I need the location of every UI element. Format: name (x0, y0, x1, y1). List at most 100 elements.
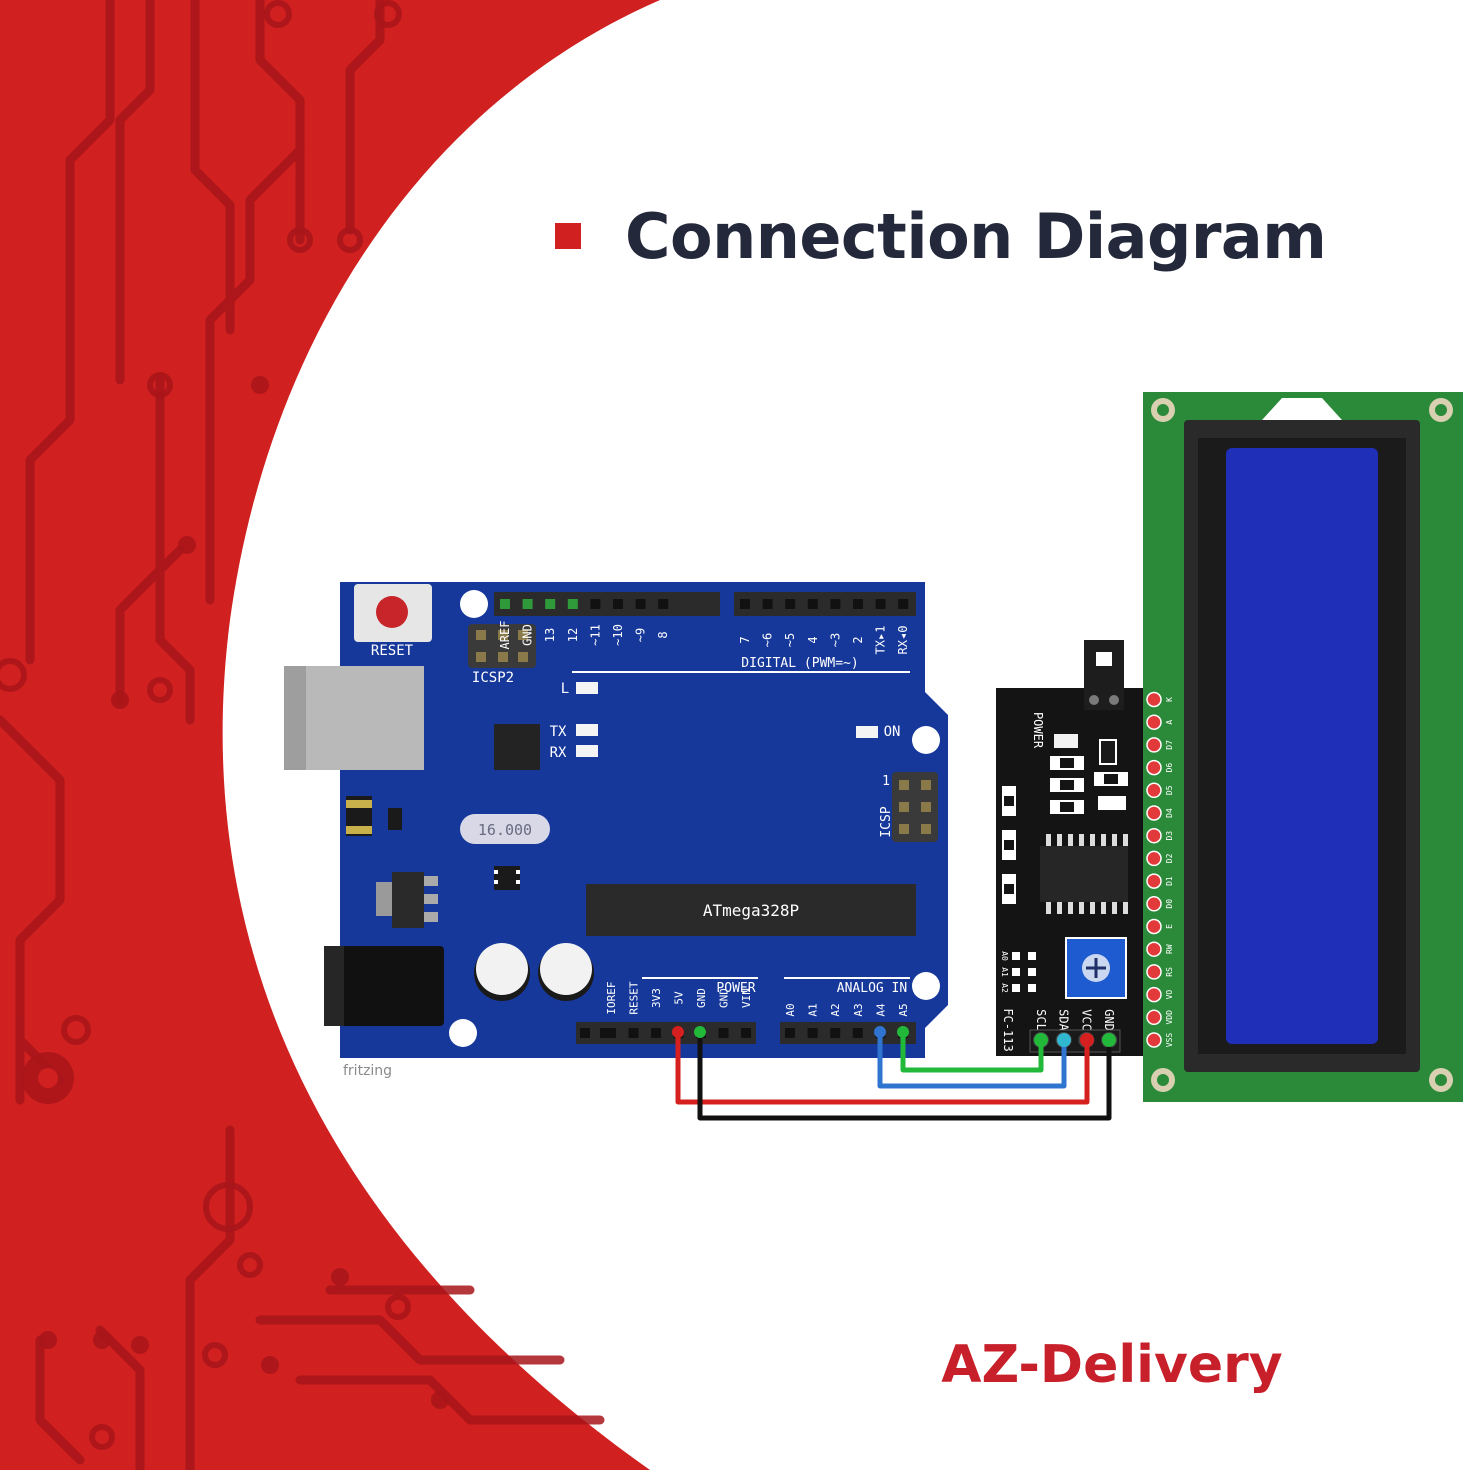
ic-leg (1112, 834, 1117, 846)
brand-name: AZ-Delivery (941, 1335, 1282, 1395)
digital-pin-label: 13 (543, 628, 557, 642)
atmega-chip (586, 884, 916, 936)
crystal-oscillator (460, 814, 550, 844)
lcd-pin (1146, 964, 1162, 980)
lcd-pin-label: VO (1165, 990, 1174, 1000)
lcd-pin (1146, 691, 1162, 708)
power-pin (718, 1028, 729, 1038)
wire-gnd-to-gnd (697, 1032, 1112, 1121)
led-tx (576, 724, 598, 736)
icsp-label: ICSP (879, 806, 894, 837)
power-pin-label: GND (695, 988, 708, 1008)
digital-pin-label: ~10 (611, 624, 625, 646)
az-delivery-logo: AZ-Delivery (941, 1335, 1282, 1395)
lcd-screen (1226, 448, 1378, 1044)
power-pin (600, 1028, 610, 1038)
lcd-pin-label: K (1165, 697, 1174, 702)
digital-pin (830, 599, 841, 609)
digital-pin-label: 7 (738, 636, 752, 643)
ic-leg (1057, 834, 1062, 846)
analog-pin-label: A1 (807, 1003, 820, 1016)
power-pin (741, 1028, 751, 1038)
digital-pin (590, 599, 601, 609)
lcd-pin-label: E (1165, 924, 1174, 929)
wire-5v-to-vcc (675, 1032, 1090, 1105)
digital-pin-label: 2 (851, 636, 865, 643)
analog-pin (830, 1028, 841, 1038)
lcd-pin-label: D6 (1165, 763, 1174, 773)
usb-connector (284, 666, 424, 770)
lcd-pin (1146, 1009, 1162, 1026)
lcd-pin (1146, 896, 1162, 912)
digital-pin (500, 599, 510, 609)
digital-pin-label: GND (521, 624, 535, 646)
lcd-pin-label: D1 (1165, 876, 1174, 886)
crystal-label: 16.000 (478, 821, 532, 839)
lcd-pin-label: A (1165, 720, 1174, 725)
digital-pin (522, 599, 533, 609)
ic-leg (1046, 902, 1051, 914)
lcd-pin (1146, 827, 1162, 844)
ic-leg (1079, 834, 1084, 846)
digital-pin-label: 12 (566, 628, 580, 642)
digital-pin (658, 599, 669, 609)
digital-pin (807, 599, 818, 609)
module-header-label: SCL (1034, 1009, 1048, 1031)
digital-pin-label: AREF (498, 621, 512, 650)
chip-label: ATmega328P (703, 901, 799, 920)
led-rx (576, 745, 598, 757)
power-pin (628, 1028, 639, 1038)
digital-pin (545, 599, 556, 609)
title-bullet-icon (555, 223, 581, 249)
module-header-label: VCC (1079, 1009, 1093, 1031)
lcd-pin (1146, 714, 1162, 730)
power-pin-label: 3V3 (650, 988, 663, 1008)
wire-a4-to-sda (877, 1032, 1067, 1089)
lcd-pin-label: D4 (1165, 808, 1174, 818)
module-model-label: FC-113 (1001, 1008, 1015, 1051)
led-l (576, 682, 598, 694)
lcd-pin (1146, 759, 1162, 776)
power-pin-label: 5V (673, 991, 686, 1005)
ic-leg (1090, 902, 1095, 914)
power-pin-label: GND (718, 988, 731, 1008)
led-l-label: L (561, 681, 569, 697)
analog-pin-label: A3 (852, 1003, 865, 1016)
page-title: Connection Diagram (555, 196, 1327, 276)
digital-label: DIGITAL (PWM=~) (741, 656, 858, 671)
led-on-label: ON (884, 724, 901, 740)
usb-chip (494, 724, 540, 770)
ic-leg (1046, 834, 1051, 846)
digital-pin-label: 8 (656, 631, 670, 638)
analog-pin (852, 1028, 863, 1038)
digital-pin (875, 599, 886, 609)
lcd-pin-label: D7 (1165, 740, 1174, 750)
jumper-wires (675, 1032, 1112, 1121)
lcd-pin-label: D3 (1165, 831, 1174, 841)
title-text: Connection Diagram (625, 199, 1327, 273)
lcd-pin-label: RW (1165, 944, 1174, 954)
analog-pin-label: A0 (784, 1003, 797, 1016)
module-header-label: SDA (1057, 1009, 1071, 1031)
analog-pin-label: A4 (874, 1003, 887, 1017)
analog-label: ANALOG IN (837, 981, 907, 996)
power-pin-label: IOREF (605, 981, 618, 1014)
power-pin (580, 1028, 590, 1038)
address-pin-label: A1 (1000, 967, 1009, 977)
lcd-pin (1146, 918, 1162, 935)
lcd-pin-label: D5 (1165, 785, 1174, 795)
power-pin-label: RESET (628, 981, 641, 1014)
ic-leg (1112, 902, 1117, 914)
analog-pin-label: A2 (829, 1003, 842, 1016)
ic-leg (1057, 902, 1062, 914)
module-power-label: POWER (1031, 712, 1045, 749)
ic-leg (1101, 834, 1106, 846)
digital-pin-label: ~9 (634, 628, 648, 642)
power-pin (606, 1028, 616, 1038)
analog-pin (807, 1028, 818, 1038)
digital-pin-label: 4 (806, 636, 820, 643)
power-label: POWER (716, 981, 755, 996)
digital-pin (898, 599, 909, 609)
